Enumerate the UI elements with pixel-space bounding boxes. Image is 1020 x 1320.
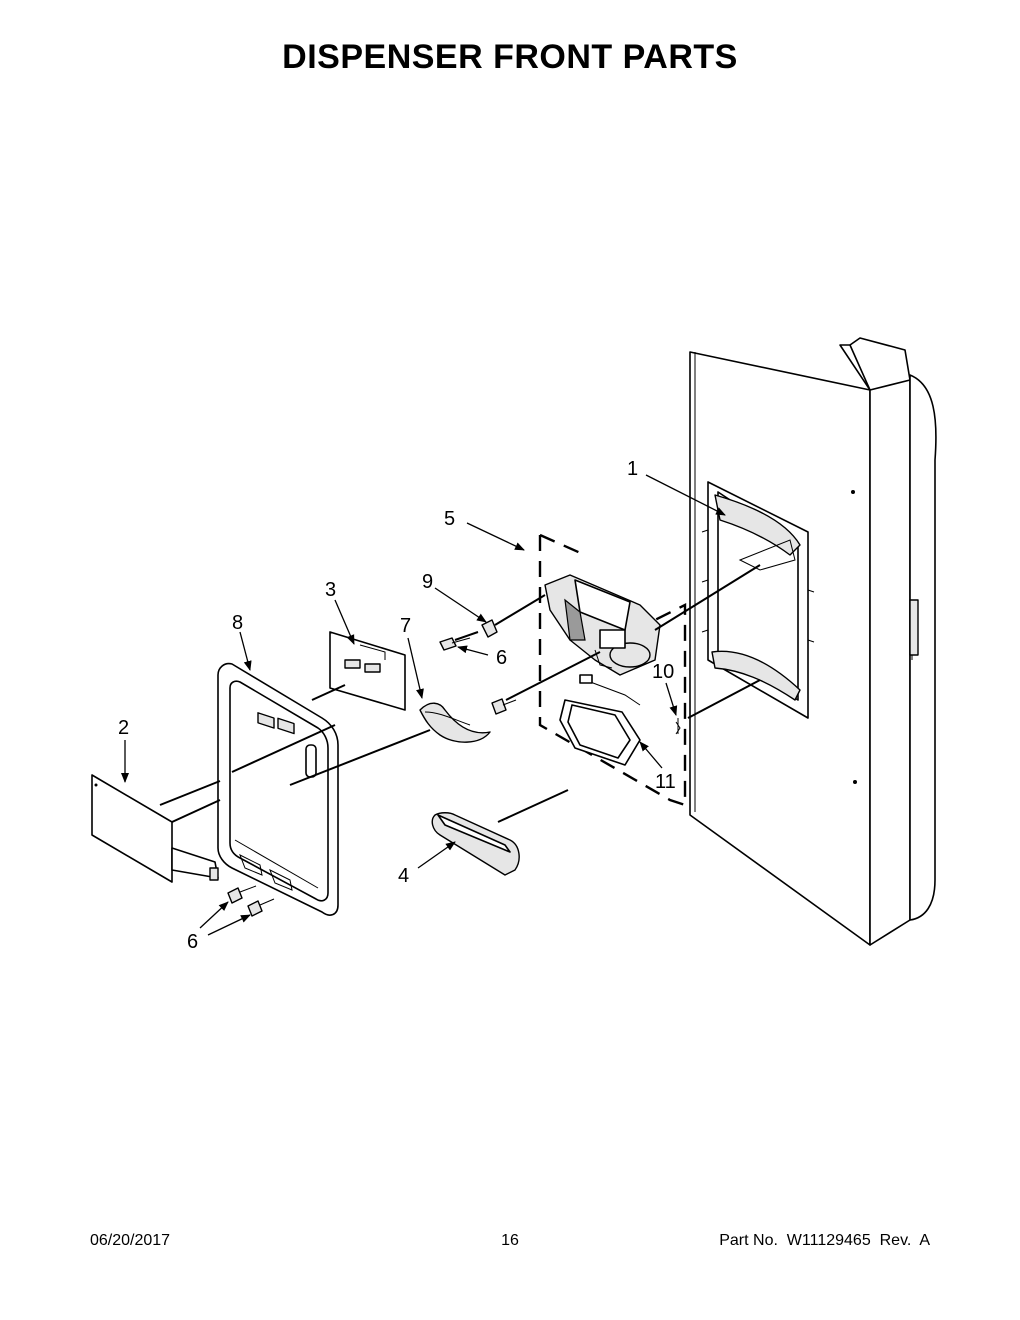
footer-page-number: 16 <box>501 1232 519 1249</box>
callout-10: 10 <box>652 661 674 683</box>
footer-part-info: Part No. W11129465 Rev. A <box>719 1232 930 1250</box>
callout-6-lower: 6 <box>187 931 198 953</box>
alignment-lines <box>159 564 761 823</box>
callout-1: 1 <box>627 458 638 480</box>
part-10-spring <box>675 718 681 735</box>
callout-3: 3 <box>325 579 336 601</box>
footer-part-number: W11129465 <box>786 1232 871 1249</box>
part-6-screw-upper-1 <box>439 637 471 651</box>
callout-2: 2 <box>118 717 129 739</box>
callout-9: 9 <box>422 571 433 593</box>
callout-leaders <box>121 474 726 936</box>
callout-4: 4 <box>398 865 409 887</box>
footer-revision: Rev. A <box>879 1232 930 1249</box>
part-5-actuator-assembly <box>544 574 661 676</box>
part-6-screw-lower-1 <box>227 885 257 904</box>
part-7-light-bracket <box>419 702 491 743</box>
page-title: DISPENSER FRONT PARTS <box>282 38 738 76</box>
part-8-dispenser-bezel <box>217 662 339 916</box>
part-3-control-board <box>329 631 406 711</box>
part-1-dispenser-housing <box>701 481 815 719</box>
part-9-clip <box>481 619 498 638</box>
part-6-screw-upper-2 <box>491 698 517 715</box>
callout-5: 5 <box>444 508 455 530</box>
footer-date: 06/20/2017 <box>90 1232 171 1249</box>
callout-7: 7 <box>400 615 411 637</box>
footer-part-label: Part No. <box>719 1232 778 1249</box>
callout-8: 8 <box>232 612 243 634</box>
assembly-group-outline-top <box>539 533 586 557</box>
part-11-chute-flap <box>559 674 641 766</box>
callout-6-upper: 6 <box>496 647 507 669</box>
callout-11: 11 <box>655 771 676 793</box>
part-4-drip-tray <box>431 812 520 876</box>
assembly-group-outline <box>538 535 687 807</box>
part-6-screw-lower-2 <box>247 898 275 917</box>
part-2-label-plate <box>91 774 219 883</box>
